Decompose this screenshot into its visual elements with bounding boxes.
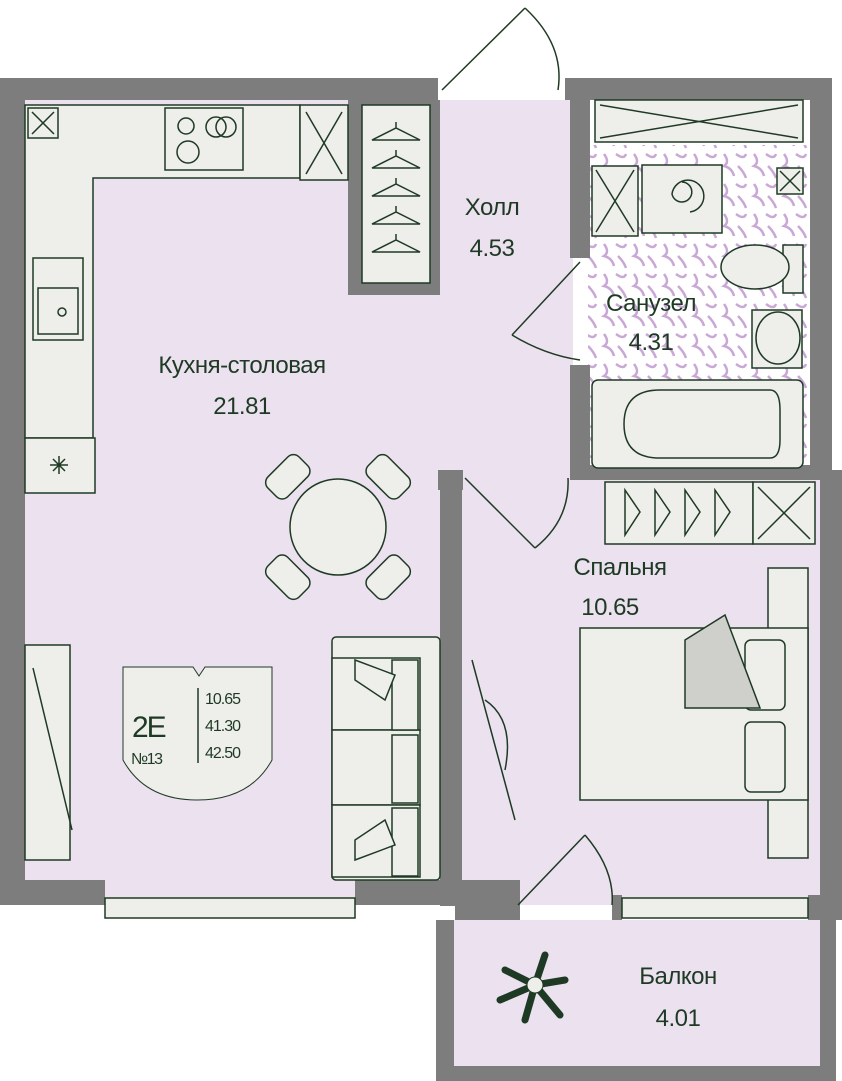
washing-machine	[641, 164, 723, 234]
bathtub	[591, 379, 804, 469]
plant-icon	[496, 951, 569, 1024]
hall-wardrobe	[361, 104, 431, 284]
total-area: 41.30	[205, 718, 241, 735]
hanger-icons	[371, 122, 421, 253]
room-name-kitchen: Кухня-столовая	[158, 352, 325, 379]
bedroom-window	[621, 897, 809, 919]
balcony-door[interactable]	[517, 834, 614, 906]
hall-floor	[438, 100, 573, 480]
sink	[32, 257, 84, 341]
room-area-hall: 4.53	[470, 235, 515, 262]
toilet	[720, 244, 790, 290]
stove	[164, 107, 244, 171]
spiral-icon	[671, 179, 705, 213]
living-area: 10.65	[205, 691, 241, 708]
sofa	[331, 636, 441, 881]
room-name-bathroom: Санузел	[606, 290, 696, 317]
stove-burners-icon	[176, 116, 237, 164]
bedroom-wardrobe	[604, 481, 754, 545]
apartment-number: №13	[131, 751, 163, 768]
bedroom-door[interactable]	[464, 477, 569, 549]
tv	[32, 667, 73, 831]
bed	[579, 567, 809, 859]
kitchen-window	[104, 897, 356, 919]
room-area-balcony: 4.01	[656, 1005, 701, 1032]
room-area-kitchen: 21.81	[213, 393, 271, 420]
entrance-door[interactable]	[441, 7, 560, 91]
snowflake-icon	[50, 456, 68, 474]
fridge-cross-icon	[305, 111, 343, 175]
dining-table	[264, 453, 412, 601]
bedroom-tv	[471, 659, 516, 821]
room-name-balcony: Балкон	[639, 963, 716, 990]
area-with-balcony: 42.50	[205, 745, 241, 762]
room-name-bedroom: Спальня	[574, 554, 667, 581]
room-area-bedroom: 10.65	[581, 594, 639, 621]
apartment-type: 2E	[132, 711, 166, 744]
tv-stand	[24, 644, 71, 861]
apartment-badge: 2E №13 10.65 41.30 42.50	[122, 666, 273, 801]
room-area-bathroom: 4.31	[629, 329, 674, 356]
bathroom-door[interactable]	[511, 261, 581, 361]
room-name-hall: Холл	[465, 194, 520, 221]
